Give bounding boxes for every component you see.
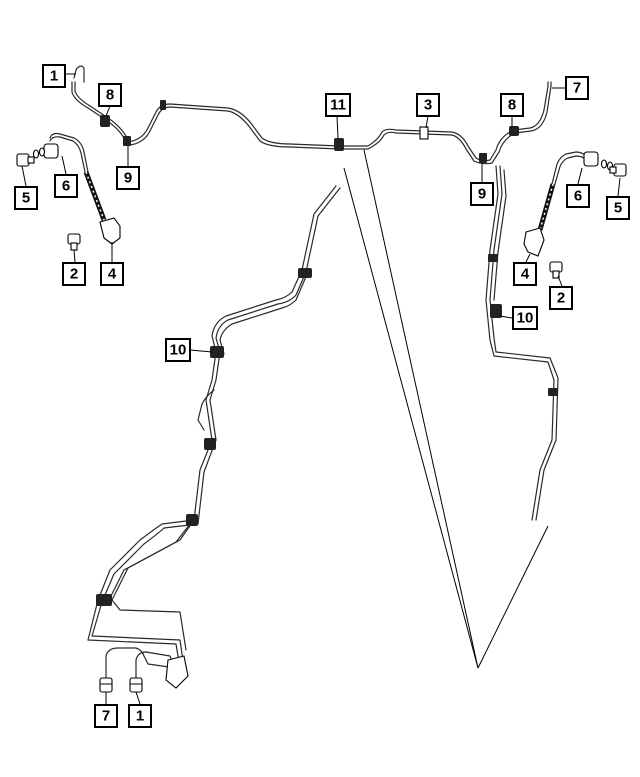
clip-11	[334, 138, 344, 151]
callout-8-left: 8	[98, 83, 122, 107]
banjo-bolt-left	[16, 153, 35, 167]
svg-text:8: 8	[106, 87, 114, 104]
banjo-fitting-right	[583, 151, 599, 167]
svg-text:1: 1	[136, 708, 144, 725]
detail-wedge	[343, 149, 549, 669]
tube-nut-1	[129, 677, 143, 693]
bracket-bolt-left	[67, 233, 81, 251]
left-tube-run	[87, 185, 341, 693]
clip-9-right	[479, 153, 487, 163]
tube-nut-7	[99, 677, 113, 693]
svg-text:11: 11	[330, 97, 346, 114]
svg-text:9: 9	[478, 186, 486, 203]
callout-9-left: 9	[116, 166, 140, 190]
upper-brake-tube	[71, 65, 552, 165]
callout-4-left: 4	[100, 262, 124, 286]
svg-text:5: 5	[614, 200, 622, 217]
svg-text:1: 1	[50, 68, 58, 85]
svg-text:10: 10	[517, 310, 534, 327]
svg-text:2: 2	[70, 266, 78, 283]
washer-left-1	[32, 149, 40, 159]
svg-text:7: 7	[573, 80, 581, 97]
bracket-bolt-right	[549, 261, 563, 279]
callout-11: 11	[325, 93, 351, 117]
banjo-bolt-right	[609, 163, 627, 177]
hose-bracket-left	[99, 217, 121, 245]
callout-4-right: 4	[513, 262, 537, 286]
svg-text:10: 10	[170, 342, 187, 359]
callout-10-left: 10	[165, 338, 191, 362]
callout-10-right: 10	[512, 306, 538, 330]
callout-2-left: 2	[62, 262, 86, 286]
svg-text:4: 4	[108, 266, 117, 283]
svg-text:9: 9	[124, 170, 132, 187]
clip-8-left	[100, 115, 110, 127]
right-hose-assembly	[523, 151, 627, 279]
svg-text:5: 5	[22, 190, 30, 207]
lower-junction-bracket	[165, 655, 189, 689]
svg-text:6: 6	[574, 188, 582, 205]
callout-2-right: 2	[549, 286, 573, 310]
callout-5-right: 5	[606, 196, 630, 220]
callout-6-right: 6	[566, 184, 590, 208]
clip-upper-left	[160, 100, 166, 110]
callout-1-top-left: 1	[42, 64, 66, 88]
svg-text:4: 4	[521, 266, 530, 283]
callout-6-left: 6	[54, 174, 78, 198]
callout-7-top-right: 7	[565, 76, 589, 100]
upper-tube-clips	[100, 100, 519, 163]
callout-1-bottom: 1	[128, 704, 152, 728]
callout-9-right: 9	[470, 182, 494, 206]
right-tube-run	[485, 165, 559, 521]
clip-3	[419, 126, 429, 140]
callout-5-left: 5	[14, 186, 38, 210]
clip-8-right	[509, 126, 519, 136]
left-hose-assembly	[16, 132, 121, 251]
callout-3: 3	[416, 93, 440, 117]
svg-text:2: 2	[557, 290, 565, 307]
washer-right-1	[600, 159, 608, 169]
hose-bracket-right	[523, 227, 545, 257]
callout-8-right: 8	[500, 93, 524, 117]
washer-left-2	[38, 147, 46, 157]
svg-text:7: 7	[102, 708, 110, 725]
leader-lines	[21, 73, 621, 705]
svg-text:3: 3	[424, 97, 432, 114]
svg-text:6: 6	[62, 178, 70, 195]
clip-9-left	[123, 136, 131, 146]
callout-7-bottom: 7	[94, 704, 118, 728]
svg-text:8: 8	[508, 97, 516, 114]
